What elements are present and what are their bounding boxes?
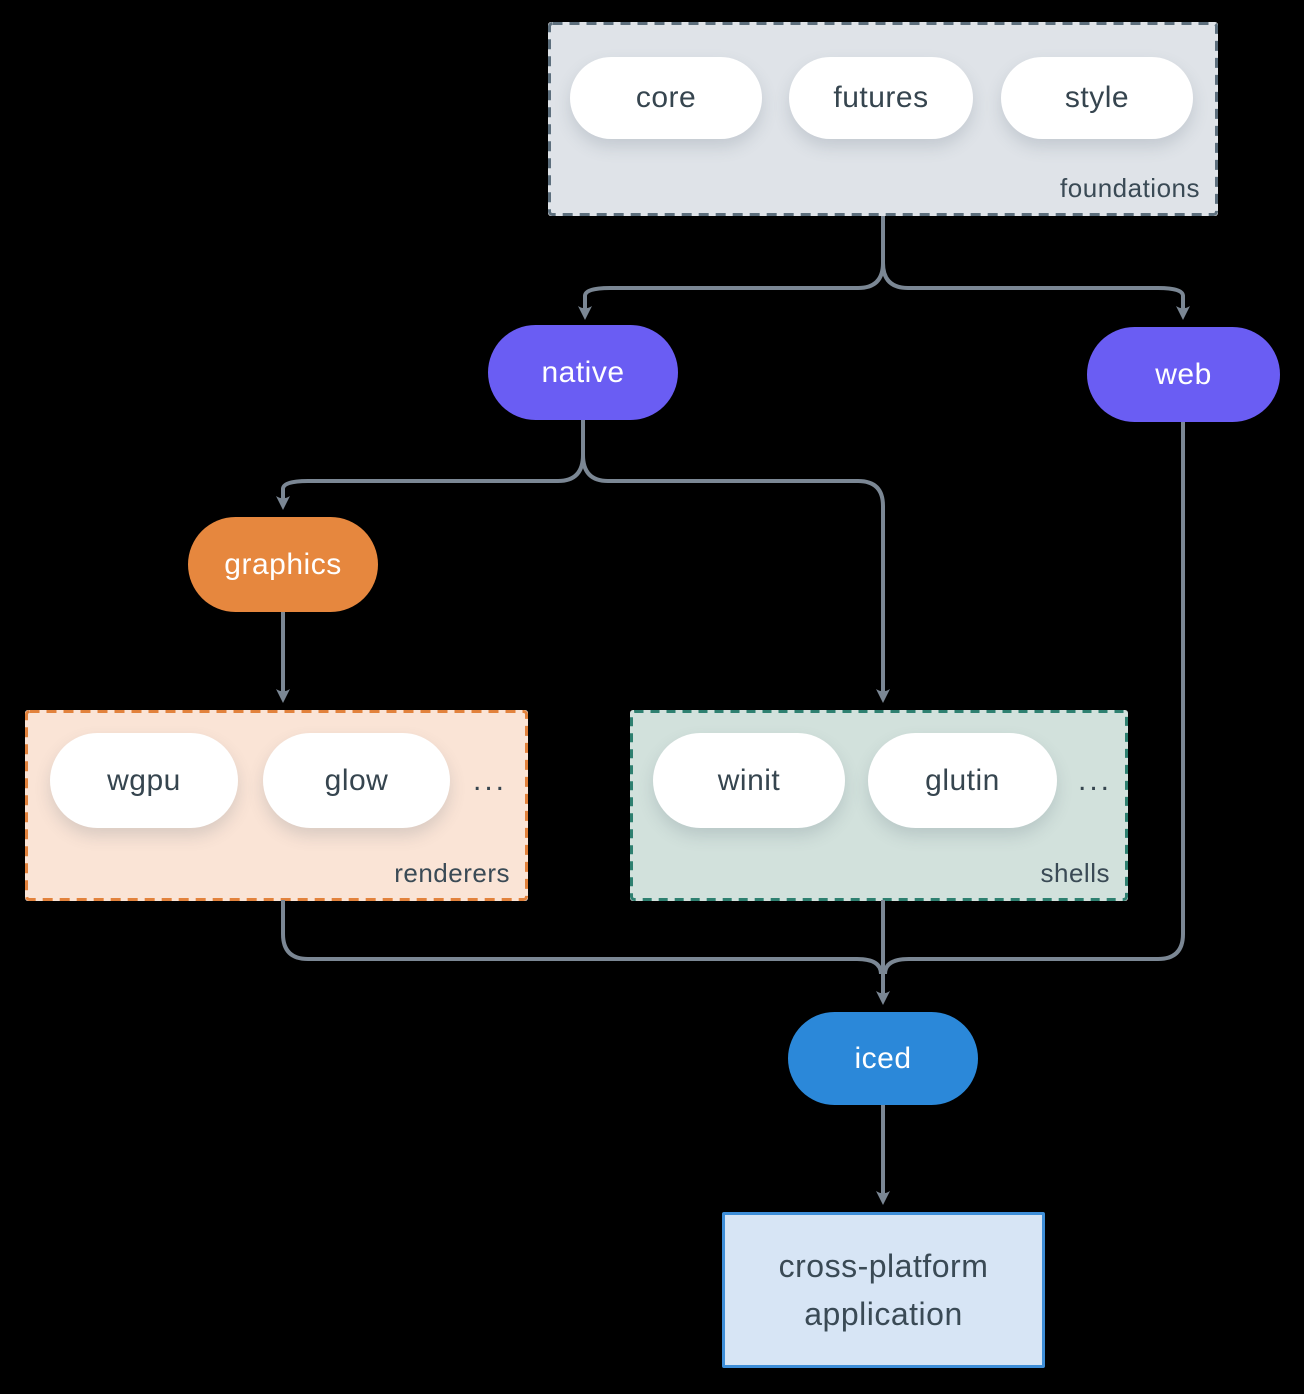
- shells-ellipsis: ...: [1077, 763, 1112, 797]
- node-glutin: glutin: [868, 733, 1057, 828]
- node-iced: iced: [788, 1012, 978, 1105]
- node-graphics: graphics: [188, 517, 378, 612]
- group-label-foundations: foundations: [1060, 173, 1200, 203]
- node-winit: winit: [653, 733, 845, 828]
- group-shells: winit glutin ... shells: [630, 710, 1128, 901]
- node-glow: glow: [263, 733, 450, 828]
- node-native: native: [488, 325, 678, 420]
- group-foundations: core futures style foundations: [548, 22, 1218, 216]
- renderers-ellipsis: ...: [472, 763, 507, 797]
- node-web: web: [1087, 327, 1280, 422]
- node-style: style: [1001, 57, 1193, 139]
- group-renderers: wgpu glow ... renderers: [25, 710, 528, 901]
- node-core: core: [570, 57, 762, 139]
- node-cross-platform-application: cross-platform application: [722, 1212, 1045, 1368]
- group-label-renderers: renderers: [394, 858, 510, 888]
- application-line1: cross-platform: [778, 1248, 989, 1284]
- node-wgpu: wgpu: [50, 733, 238, 828]
- edge-foundations-web: [881, 216, 1190, 320]
- edge-renderers-junction: [281, 900, 883, 975]
- group-label-shells: shells: [1040, 858, 1110, 888]
- application-line2: application: [804, 1296, 963, 1332]
- edge-foundations-native: [578, 216, 885, 320]
- edge-native-graphics: [276, 420, 585, 510]
- edge-native-shells: [581, 420, 890, 703]
- node-futures: futures: [789, 57, 973, 139]
